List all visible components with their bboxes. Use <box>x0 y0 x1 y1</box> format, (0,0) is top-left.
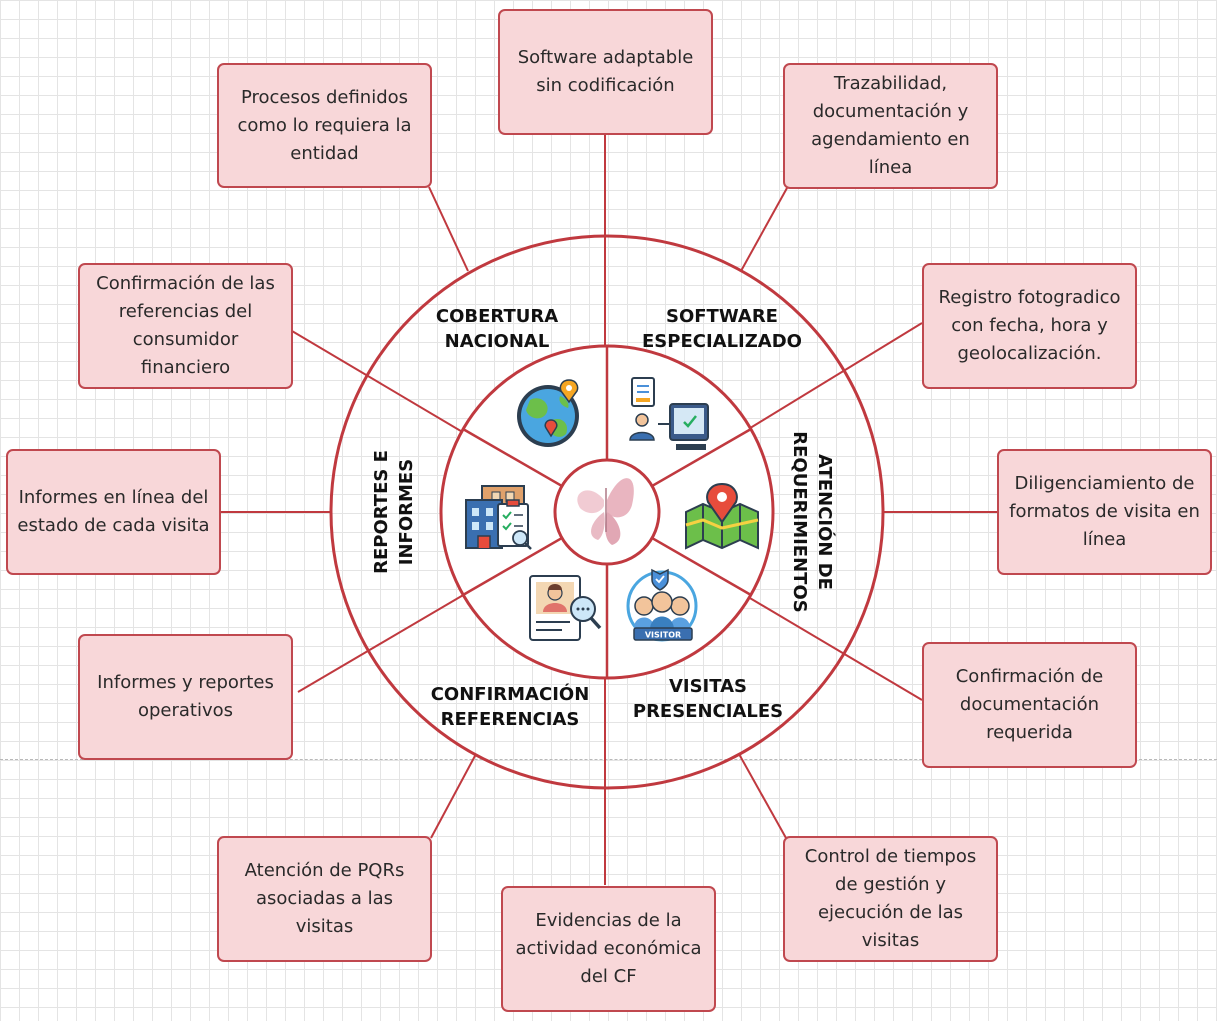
spoke-top-right <box>740 187 788 272</box>
visitor-group-icon: VISITOR <box>626 568 698 642</box>
box-confirmacion-referencias: Confirmación de las referencias del cons… <box>78 263 293 389</box>
box-informes-reportes: Informes y reportes operativos <box>78 634 293 760</box>
segment-confirmacion-line1: CONFIRMACIÓN <box>430 684 590 705</box>
spoke-bottom-right <box>738 753 787 839</box>
outer-ring <box>329 234 885 790</box>
segment-label-cobertura: COBERTURA NACIONAL <box>427 304 567 354</box>
id-search-icon <box>529 575 602 641</box>
box-evidencias: Evidencias de la actividad económica del… <box>501 886 716 1012</box>
segment-visitas-line1: VISITAS <box>668 676 748 697</box>
box-software-adaptable: Software adaptable sin codificación <box>498 9 713 135</box>
visitor-badge-text: VISITOR <box>645 631 681 640</box>
segment-cobertura-line1: COBERTURA <box>435 306 559 327</box>
box-trazabilidad: Trazabilidad, documentación y agendamien… <box>783 63 998 189</box>
box-informes-en-linea: Informes en línea del estado de cada vis… <box>6 449 221 575</box>
spoke-bottom-left <box>430 753 477 839</box>
box-atencion-pqrs: Atención de PQRs asociadas a las visitas <box>217 836 432 962</box>
segment-software-line2: ESPECIALIZADO <box>642 331 802 352</box>
computer-user-icon <box>629 377 709 450</box>
box-confirmacion-documentacion: Confirmación de documentación requerida <box>922 642 1137 768</box>
segment-label-visitas: VISITAS PRESENCIALES <box>628 674 788 724</box>
globe-location-icon <box>517 379 579 447</box>
segment-visitas-line2: PRESENCIALES <box>632 701 784 722</box>
segment-atencion-line2: REQUERIMIENTOS <box>789 431 810 613</box>
butterfly-icon <box>577 478 634 545</box>
segment-atencion-line1: ATENCIÓN DE <box>814 454 835 590</box>
segment-confirmacion-line2: REFERENCIAS <box>440 709 580 730</box>
box-registro-fotografico: Registro fotogradico con fecha, hora y g… <box>922 263 1137 389</box>
map-pin-icon <box>685 482 759 550</box>
segment-software-line1: SOFTWARE <box>666 306 778 327</box>
box-control-tiempos: Control de tiempos de gestión y ejecució… <box>783 836 998 962</box>
segment-label-software: SOFTWARE ESPECIALIZADO <box>632 304 812 354</box>
segment-reportes-line2: INFORMES <box>396 458 417 566</box>
segment-reportes-line1: REPORTES E <box>371 450 392 574</box>
spoke-top-left <box>428 186 469 272</box>
segment-label-confirmacion: CONFIRMACIÓN REFERENCIAS <box>415 682 605 732</box>
building-checklist-icon <box>465 485 532 550</box>
segment-cobertura-line2: NACIONAL <box>444 331 550 352</box>
box-diligenciamiento: Diligenciamiento de formatos de visita e… <box>997 449 1212 575</box>
box-procesos-definidos: Procesos definidos como lo requiera la e… <box>217 63 432 188</box>
page-break-line <box>0 759 1217 760</box>
